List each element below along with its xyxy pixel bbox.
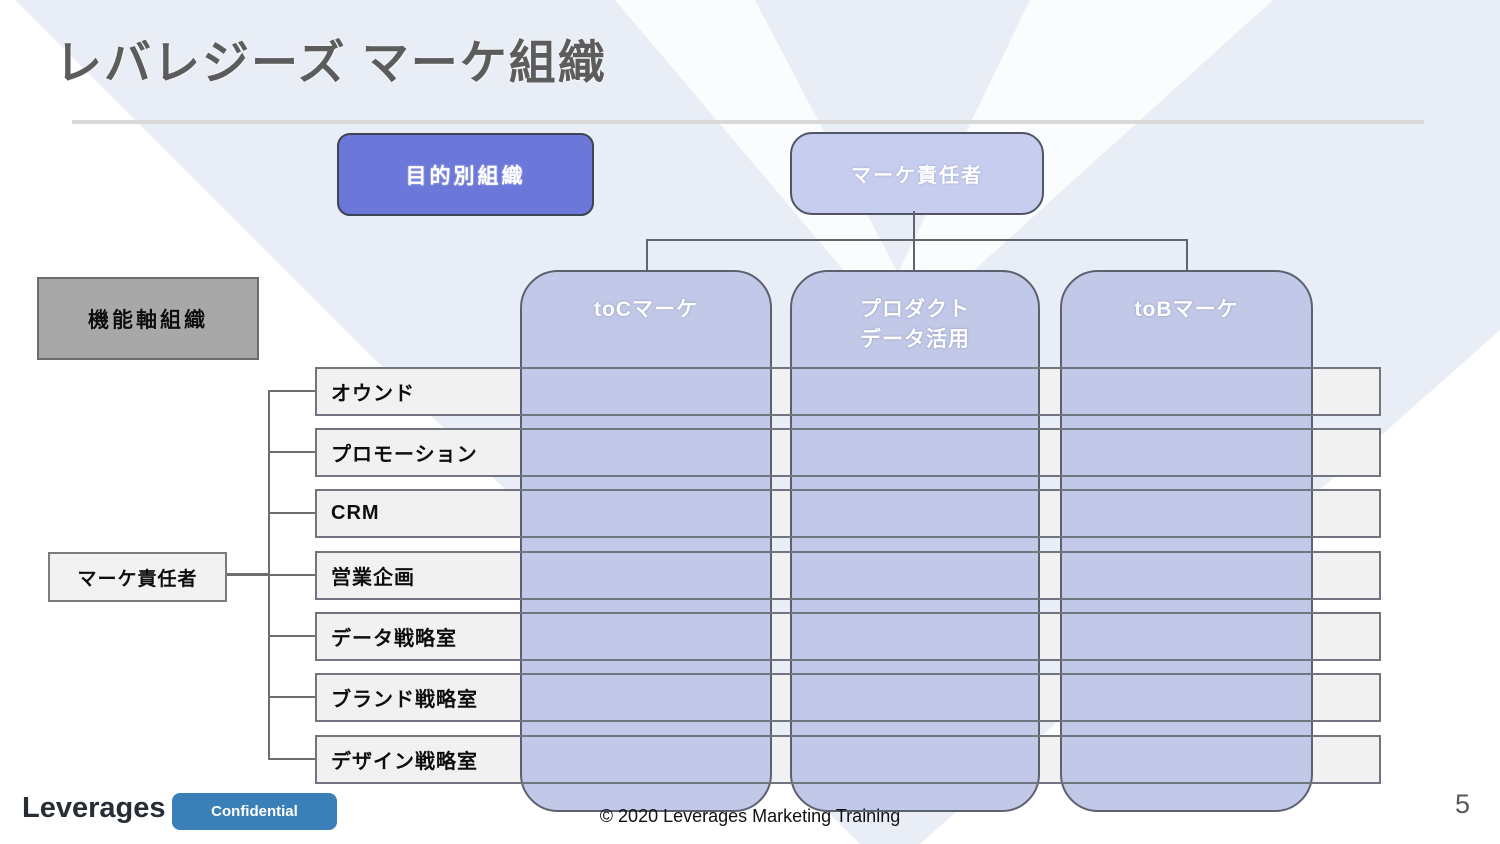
row-crm-border — [315, 489, 1381, 538]
left-stub-data-strategy — [268, 635, 315, 637]
top-manager-label: マーケ責任者 — [851, 165, 983, 187]
column-product-data-label-line2: データ活用 — [860, 328, 970, 351]
connector-top-horizontal — [646, 239, 1188, 241]
left-manager-box: マーケ責任者 — [48, 552, 227, 602]
connector-drop-tob — [1186, 241, 1188, 271]
top-manager-box: マーケ責任者 — [790, 132, 1044, 215]
left-stub-sales-planning — [268, 574, 315, 576]
leverages-logo: Leverages — [22, 792, 166, 824]
left-stub-brand-strategy — [268, 696, 315, 698]
connector-top-vertical — [913, 211, 915, 240]
copyright-text: © 2020 Leverages Marketing Training — [599, 806, 901, 826]
column-product-data: プロダクト データ活用 — [790, 270, 1040, 812]
row-brand-strategy-border — [315, 673, 1381, 722]
row-sales-planning-border — [315, 551, 1381, 600]
column-toc-marketing: toCマーケ — [520, 270, 772, 812]
page-title: レバレジーズ マーケ組織 — [55, 36, 607, 89]
column-toc-label: toCマーケ — [594, 298, 698, 321]
title-divider — [72, 120, 1424, 124]
purpose-org-label: 目的別組織 — [405, 164, 526, 188]
column-product-data-label-line1: プロダクト — [860, 298, 970, 321]
row-promotion-border — [315, 428, 1381, 477]
left-manager-label: マーケ責任者 — [77, 568, 198, 590]
row-owned-border — [315, 367, 1381, 416]
connector-drop-mid — [913, 241, 915, 271]
function-org-legend-box: 機能軸組織 — [37, 277, 259, 360]
purpose-org-legend-box: 目的別組織 — [337, 133, 594, 216]
row-data-strategy-border — [315, 612, 1381, 661]
left-stub-crm — [268, 512, 315, 514]
column-tob-label: toBマーケ — [1134, 298, 1239, 321]
left-connector-box-link — [223, 573, 269, 576]
confidential-badge: Confidential — [172, 793, 337, 830]
connector-drop-toc — [646, 241, 648, 271]
row-design-strategy-border — [315, 735, 1381, 784]
left-stub-design-strategy — [268, 758, 315, 760]
confidential-label: Confidential — [211, 803, 298, 820]
column-tob-marketing: toBマーケ — [1060, 270, 1313, 812]
function-org-label: 機能軸組織 — [88, 308, 208, 332]
left-stub-promotion — [268, 451, 315, 453]
page-number: 5 — [1454, 789, 1471, 819]
left-stub-owned — [268, 390, 315, 392]
